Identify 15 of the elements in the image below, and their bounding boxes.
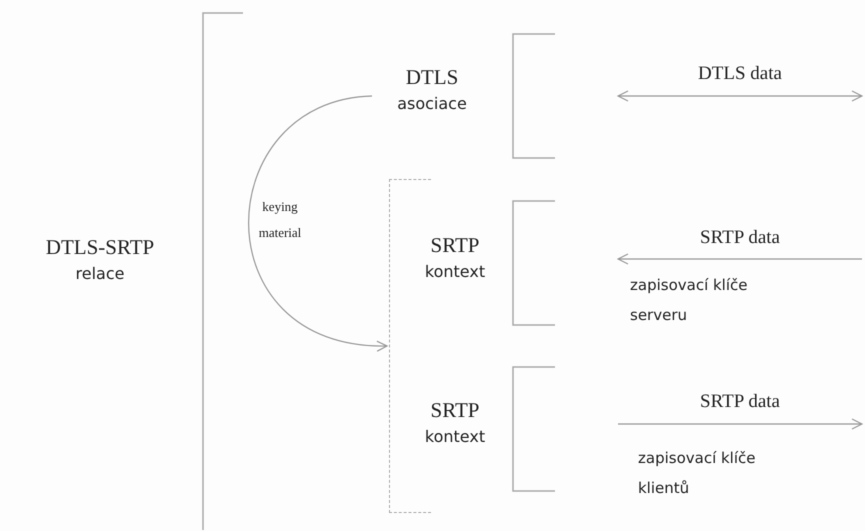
node-title: DTLS (406, 64, 458, 91)
node-subtitle: kontext (424, 426, 486, 448)
edge-label: keying material (258, 198, 302, 242)
node-title: SRTP (430, 232, 480, 259)
node-subtitle: kontext (424, 261, 486, 283)
arrow-label: SRTP data (699, 390, 781, 414)
note-text: zapisovací klíče klientů (638, 448, 756, 499)
note-text: zapisovací klíče serveru (630, 275, 748, 326)
node-title: DTLS-SRTP (46, 234, 154, 261)
curved-arrow (248, 95, 388, 351)
node-subtitle: asociace (397, 93, 467, 115)
arrow-label: DTLS data (697, 62, 783, 86)
arrow-label: SRTP data (699, 226, 781, 250)
node-title: SRTP (430, 397, 480, 424)
node-subtitle: relace (76, 263, 124, 285)
